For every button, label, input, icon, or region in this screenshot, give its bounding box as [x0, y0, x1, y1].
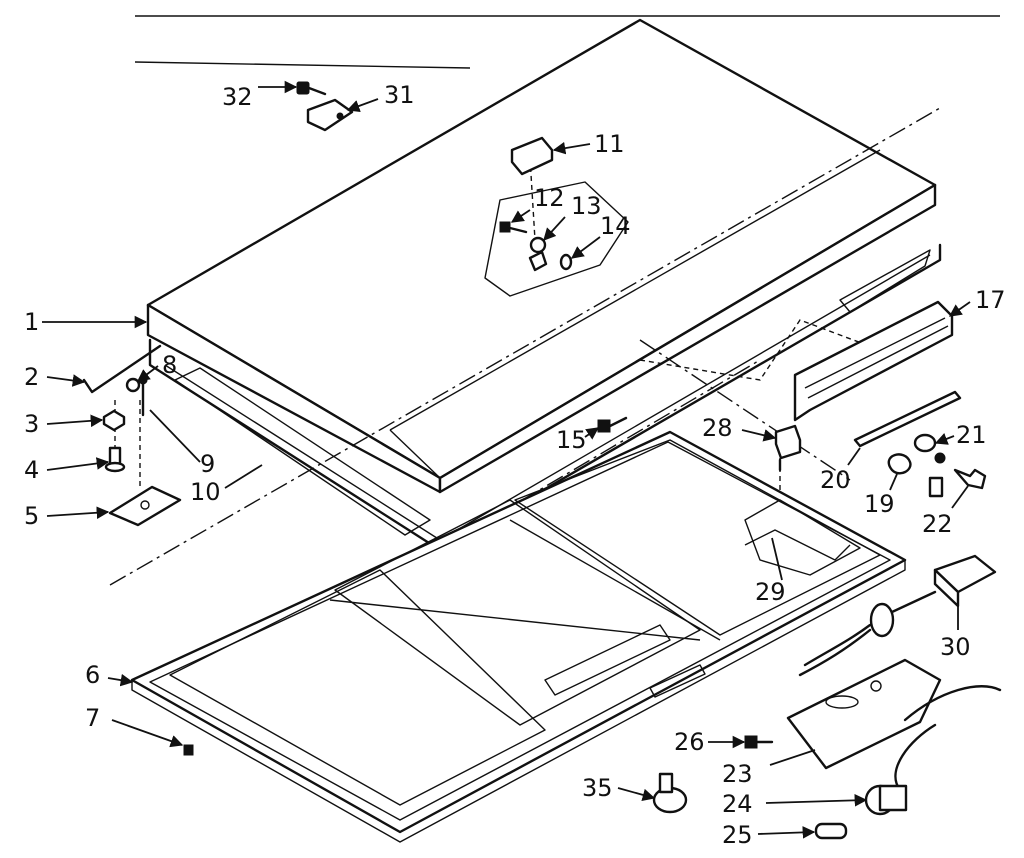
callout-17: 17 [975, 286, 1006, 314]
callout-8: 8 [162, 351, 177, 379]
part-17-handle [793, 300, 954, 422]
callout-30: 30 [940, 633, 971, 661]
callout-28: 28 [702, 414, 733, 442]
callout-2: 2 [24, 363, 39, 391]
callout-6: 6 [85, 661, 100, 689]
part-3-nut [102, 409, 126, 432]
guide-line-1 [109, 107, 941, 586]
part-24-plug [864, 784, 908, 816]
part-8-hinge [125, 375, 148, 417]
part-21-lock [913, 433, 946, 464]
guide-line-3 [639, 339, 851, 481]
part-25-fuse [814, 822, 848, 840]
part-26-screw [744, 735, 774, 749]
part-22-key [928, 468, 987, 498]
part-20-strip [853, 390, 962, 448]
callout-31: 31 [384, 81, 415, 109]
callout-26: 26 [674, 728, 705, 756]
callout-9: 9 [200, 450, 215, 478]
part-29-bracket [744, 529, 851, 561]
callout-13: 13 [571, 192, 602, 220]
callout-4: 4 [24, 456, 39, 484]
part-7-clip [183, 744, 194, 756]
callout-25: 25 [722, 821, 753, 849]
part-31-clip [306, 98, 354, 132]
callout-21: 21 [956, 421, 987, 449]
leader-lines [42, 80, 971, 839]
part-5-plate [108, 485, 182, 527]
callout-22: 22 [922, 510, 953, 538]
callout-24: 24 [722, 790, 753, 818]
callout-1: 1 [24, 308, 39, 336]
callout-14: 14 [600, 212, 631, 240]
callout-3: 3 [24, 410, 39, 438]
part-4-bolt [104, 446, 126, 473]
callout-19: 19 [864, 490, 895, 518]
wire-harness [798, 590, 937, 677]
callout-7: 7 [85, 704, 100, 732]
cord-lower [894, 723, 937, 792]
guide-line-7 [529, 157, 536, 241]
power-cord [903, 685, 1002, 722]
base-panel [130, 430, 907, 843]
callout-5: 5 [24, 502, 39, 530]
guide-line-4 [639, 319, 881, 381]
callout-29: 29 [755, 578, 786, 606]
callout-23: 23 [722, 760, 753, 788]
frame-line-upper [134, 61, 471, 69]
callout-35: 35 [582, 774, 613, 802]
callout-11: 11 [594, 130, 625, 158]
callout-20: 20 [820, 466, 851, 494]
part-32-screw [296, 81, 327, 96]
part-11-latch [510, 136, 554, 176]
callout-15: 15 [556, 426, 587, 454]
callout-labels: 32 31 11 12 13 14 1 2 8 3 4 5 9 10 15 17… [24, 81, 1006, 849]
lid-cutout [484, 181, 629, 297]
callout-32: 32 [222, 83, 253, 111]
callout-10: 10 [190, 478, 221, 506]
part-19-keyring [887, 453, 912, 475]
callout-12: 12 [534, 184, 565, 212]
part-30-terminal [933, 554, 997, 608]
part-35-clamp [652, 772, 688, 814]
part-2-rod [82, 344, 162, 394]
part-28-switch [774, 424, 802, 472]
part-15-screw [597, 416, 628, 433]
